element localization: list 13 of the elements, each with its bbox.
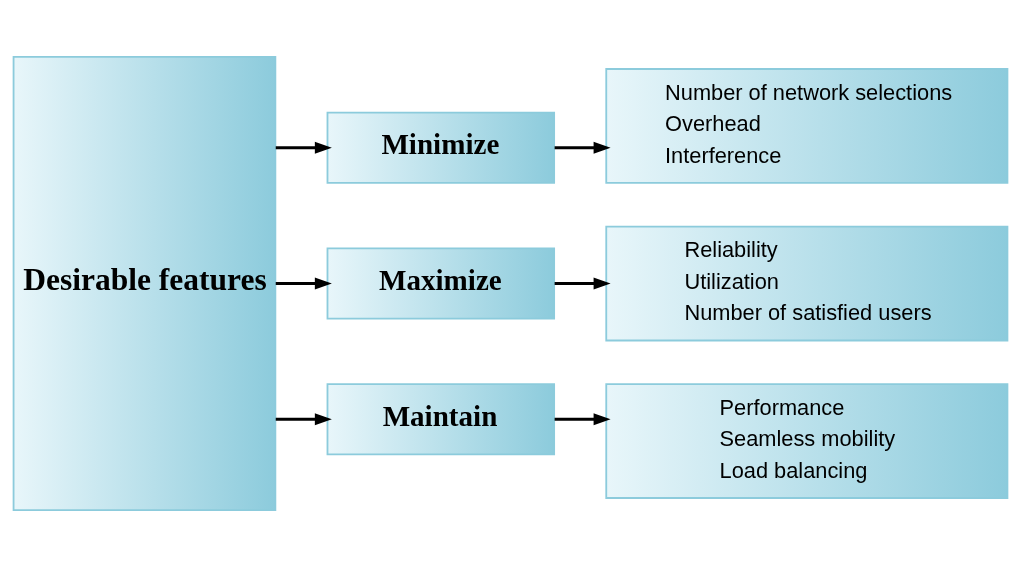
node-box: Reliability Utilization Number of satisfied users bbox=[605, 225, 1009, 342]
arrow bbox=[275, 277, 332, 290]
node-box: Number of network selections Overhead Interference bbox=[605, 68, 1009, 184]
arrow bbox=[554, 413, 611, 426]
node-box: Desirable features bbox=[12, 55, 277, 512]
node-box: Maximize bbox=[326, 247, 556, 320]
arrow bbox=[275, 413, 332, 426]
arrow bbox=[275, 141, 332, 154]
arrow bbox=[554, 141, 611, 154]
arrow bbox=[554, 277, 611, 290]
node-box: Performance Seamless mobility Load balancing bbox=[605, 383, 1009, 499]
node-box: Minimize bbox=[326, 111, 556, 184]
node-box: Maintain bbox=[326, 383, 556, 456]
